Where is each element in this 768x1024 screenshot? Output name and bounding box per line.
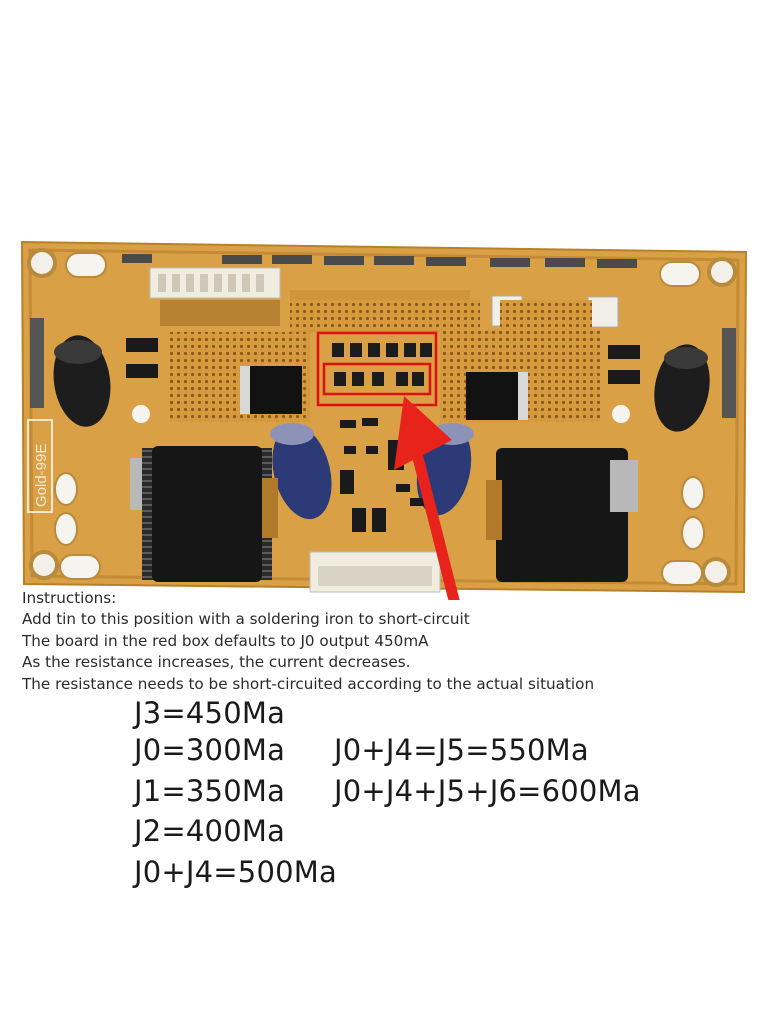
- instruction-line: The board in the red box defaults to J0 …: [22, 631, 429, 650]
- white-connector-bottom: [309, 551, 441, 593]
- mounting-holes: [27, 248, 737, 587]
- edge-pads-top: [122, 254, 637, 268]
- setting-j0-j4-j5-j6: J0+J4+J5+J6=600Ma: [334, 774, 641, 808]
- transformer-right: [486, 448, 638, 582]
- board-model-label: Gold-99E: [27, 419, 53, 513]
- instructions-title: Instructions:: [22, 589, 117, 607]
- smd-components: [126, 338, 640, 532]
- instructions-block: Instructions: Add tin to this position w…: [22, 588, 762, 695]
- capacitor-blue-left: [270, 423, 332, 520]
- red-highlight-box-inner: [322, 362, 432, 396]
- capacitor-right: [654, 344, 710, 432]
- instruction-line: As the resistance increases, the current…: [22, 653, 411, 672]
- svg-text:Gold-99E: Gold-99E: [33, 444, 50, 507]
- setting-j2: J2=400Ma: [134, 814, 286, 848]
- capacitor-left: [53, 335, 111, 427]
- setting-j0-j4-j5: J0+J4=J5=550Ma: [334, 733, 589, 767]
- mosfets: [240, 366, 528, 420]
- setting-j0-j4: J0+J4=500Ma: [134, 855, 337, 889]
- instruction-line: Add tin to this position with a solderin…: [22, 610, 470, 629]
- red-highlight-box-outer: [316, 331, 438, 407]
- resistor-array: [332, 343, 432, 386]
- led-driver-board-photo: Gold-99E: [20, 240, 748, 600]
- instruction-line: The resistance needs to be short-circuit…: [22, 674, 595, 693]
- red-arrow-icon: [394, 396, 460, 600]
- white-connector-top: [149, 267, 281, 326]
- setting-j1: J1=350Ma: [134, 774, 286, 808]
- edge-pads-side: [30, 318, 736, 418]
- setting-j3: J3=450Ma: [134, 696, 286, 730]
- transformer-left: [130, 446, 278, 582]
- setting-j0: J0=300Ma: [134, 733, 286, 767]
